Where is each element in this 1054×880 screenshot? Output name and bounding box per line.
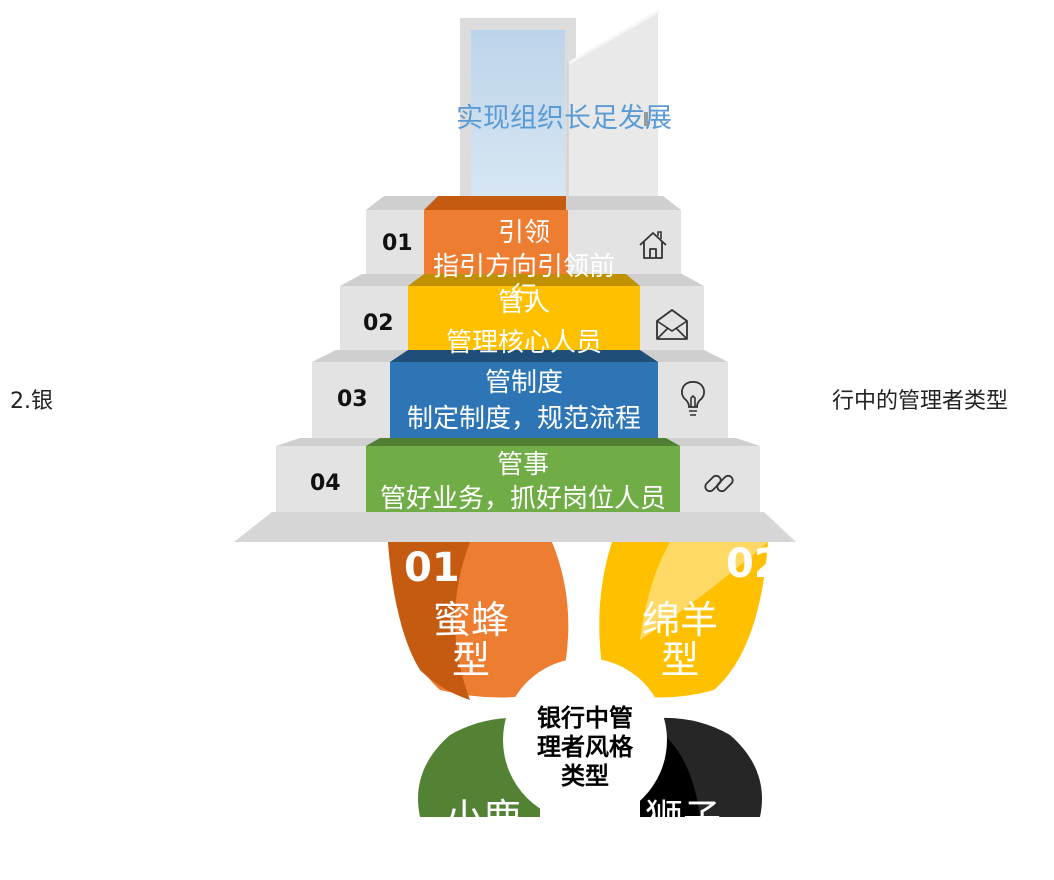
step-1-title: 引领 [497, 218, 550, 248]
petal-bee [388, 542, 569, 700]
goal-text: 实现组织长足发展 [456, 103, 672, 134]
base-platform [234, 512, 796, 542]
step-1-block [366, 196, 681, 274]
step-3-number: 03 [337, 387, 368, 412]
petal-sheep-title: 绵羊型 [641, 598, 718, 682]
lightbulb-icon [680, 380, 706, 418]
petal-deer-title: 小鹿型 [444, 796, 521, 880]
petal-lion-title: 狮子型 [644, 796, 721, 880]
step-3-block [312, 350, 728, 438]
center-label: 银行中管理者风格类型 [537, 704, 633, 790]
step-4-desc: 管好业务，抓好岗位人员 [379, 484, 666, 514]
center-circle [503, 658, 667, 817]
petal-bee-title: 蜜蜂型 [432, 598, 509, 682]
step-2-block [340, 274, 704, 362]
step-4-number: 04 [310, 471, 341, 496]
link-icon [702, 466, 736, 500]
step-2-desc: 管理核心人员 [445, 328, 602, 358]
step-4-block [276, 438, 760, 512]
step-1-number: 01 [382, 231, 413, 256]
envelope-icon [654, 306, 690, 342]
heading-right-fragment: 行中的管理者类型 [832, 389, 1009, 414]
step-1-desc: 指引方向引领前行 [432, 252, 615, 312]
petal-bee-number: 01 [404, 545, 460, 591]
petal-sheep [599, 542, 768, 698]
house-icon [636, 228, 670, 262]
staircase-diagram [234, 10, 796, 817]
slide-canvas: 2.银 行中的管理者类型 [10, 10, 1009, 817]
step-3-title: 管制度 [484, 368, 563, 398]
step-4-title: 管事 [496, 450, 549, 480]
step-2-number: 02 [363, 311, 394, 336]
petal-sheep-number: 02 [726, 541, 782, 587]
step-3-desc: 制定制度，规范流程 [406, 404, 641, 434]
step-2-title: 管人 [497, 288, 550, 318]
heading-left-fragment: 2.银 [10, 389, 53, 414]
